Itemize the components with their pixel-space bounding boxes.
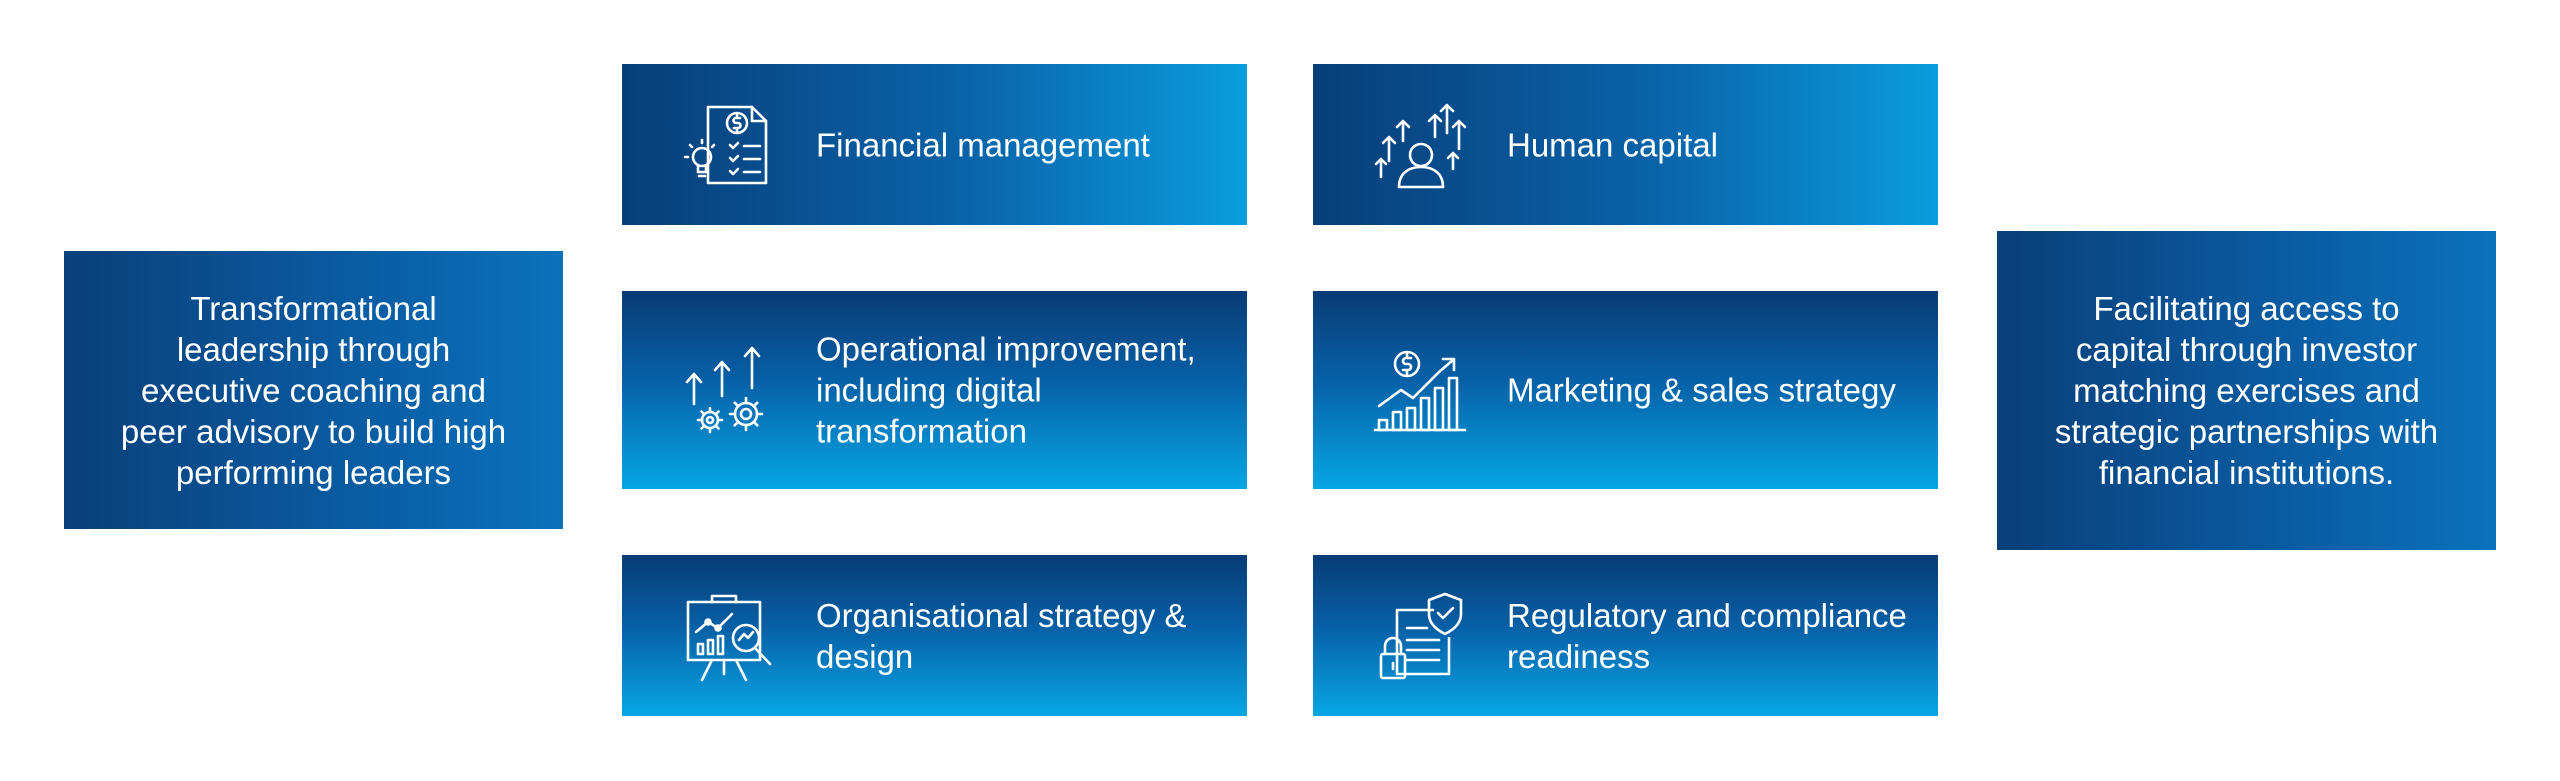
- gears-arrows-icon: [682, 342, 778, 438]
- card-label: Operational improvement, including digit…: [816, 330, 1196, 450]
- card-regulatory-compliance: Regulatory and compliance readiness: [1313, 555, 1938, 716]
- card-organisational-strategy: Organisational strategy & design: [622, 555, 1247, 716]
- card-financial-management: Financial management: [622, 64, 1247, 225]
- card-label: Human capital: [1507, 126, 1718, 163]
- compliance-document-icon: [1373, 588, 1469, 684]
- left-info-text: Transformational leadership through exec…: [120, 289, 507, 491]
- card-label: Regulatory and compliance readiness: [1507, 596, 1907, 675]
- presentation-analysis-icon: [682, 588, 778, 684]
- left-info-box: Transformational leadership through exec…: [64, 251, 563, 529]
- card-label: Financial management: [816, 126, 1150, 163]
- card-label: Organisational strategy & design: [816, 596, 1187, 675]
- financial-report-icon: [682, 97, 778, 193]
- sales-growth-chart-icon: [1373, 342, 1469, 438]
- human-growth-icon: [1373, 97, 1469, 193]
- right-info-text: Facilitating access to capital through i…: [2054, 290, 2439, 491]
- card-marketing-sales: Marketing & sales strategy: [1313, 291, 1938, 489]
- card-operational-improvement: Operational improvement, including digit…: [622, 291, 1247, 489]
- card-label: Marketing & sales strategy: [1507, 371, 1896, 409]
- card-human-capital: Human capital: [1313, 64, 1938, 225]
- right-info-box: Facilitating access to capital through i…: [1997, 231, 2496, 550]
